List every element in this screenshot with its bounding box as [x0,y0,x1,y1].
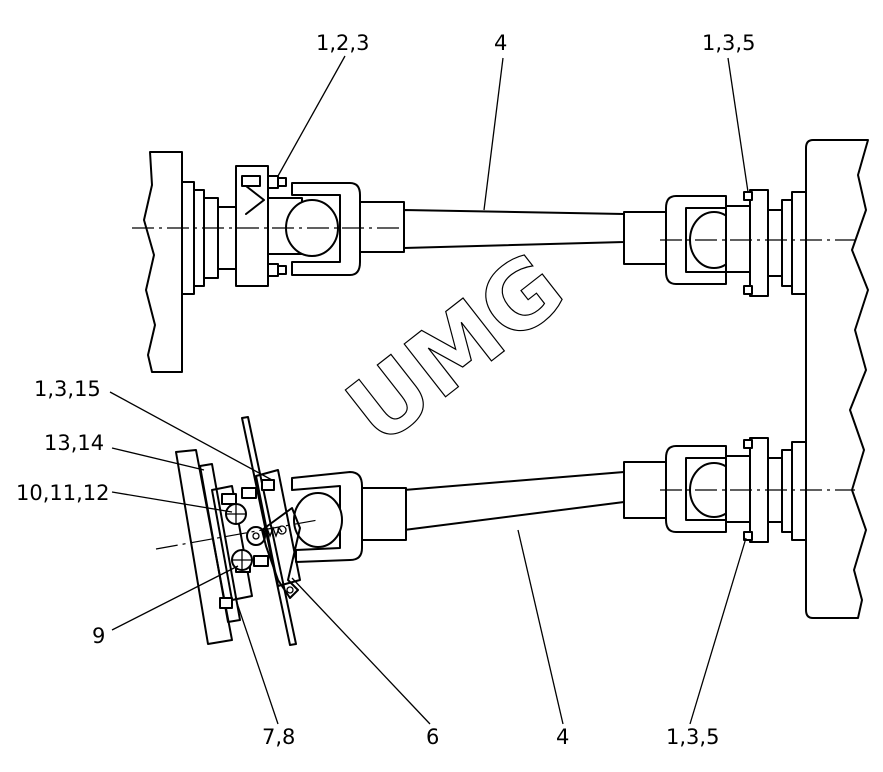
top-left-yoke [267,182,405,276]
callout-4-top: 4 [494,31,507,55]
callout-1-2-3-top: 1,2,3 [316,31,369,55]
callout-10-11-12: 10,11,12 [16,481,110,505]
bottom-left-mechanism [175,416,301,646]
top-left-housing [143,151,239,373]
svg-text:UMG: UMG [328,232,584,465]
bottom-left-yoke [291,471,407,563]
callout-1-3-15: 1,3,15 [34,377,101,401]
callout-1-3-5-bottom: 1,3,5 [666,725,719,749]
leader-lines [109,55,749,725]
bottom-right-yoke [623,445,751,533]
top-left-flange [235,165,287,287]
callout-13-14: 13,14 [44,431,104,455]
callout-9: 9 [92,624,105,648]
callout-4-bottom: 4 [556,725,569,749]
bottom-left-centerline [155,519,319,550]
bottom-shaft-tube [403,471,625,531]
callout-1-3-5-top: 1,3,5 [702,31,755,55]
right-housing [805,139,869,619]
top-right-flange [743,189,807,297]
umg-watermark: UMG [327,232,585,466]
callout-6: 6 [426,725,439,749]
callout-7-8: 7,8 [262,725,295,749]
